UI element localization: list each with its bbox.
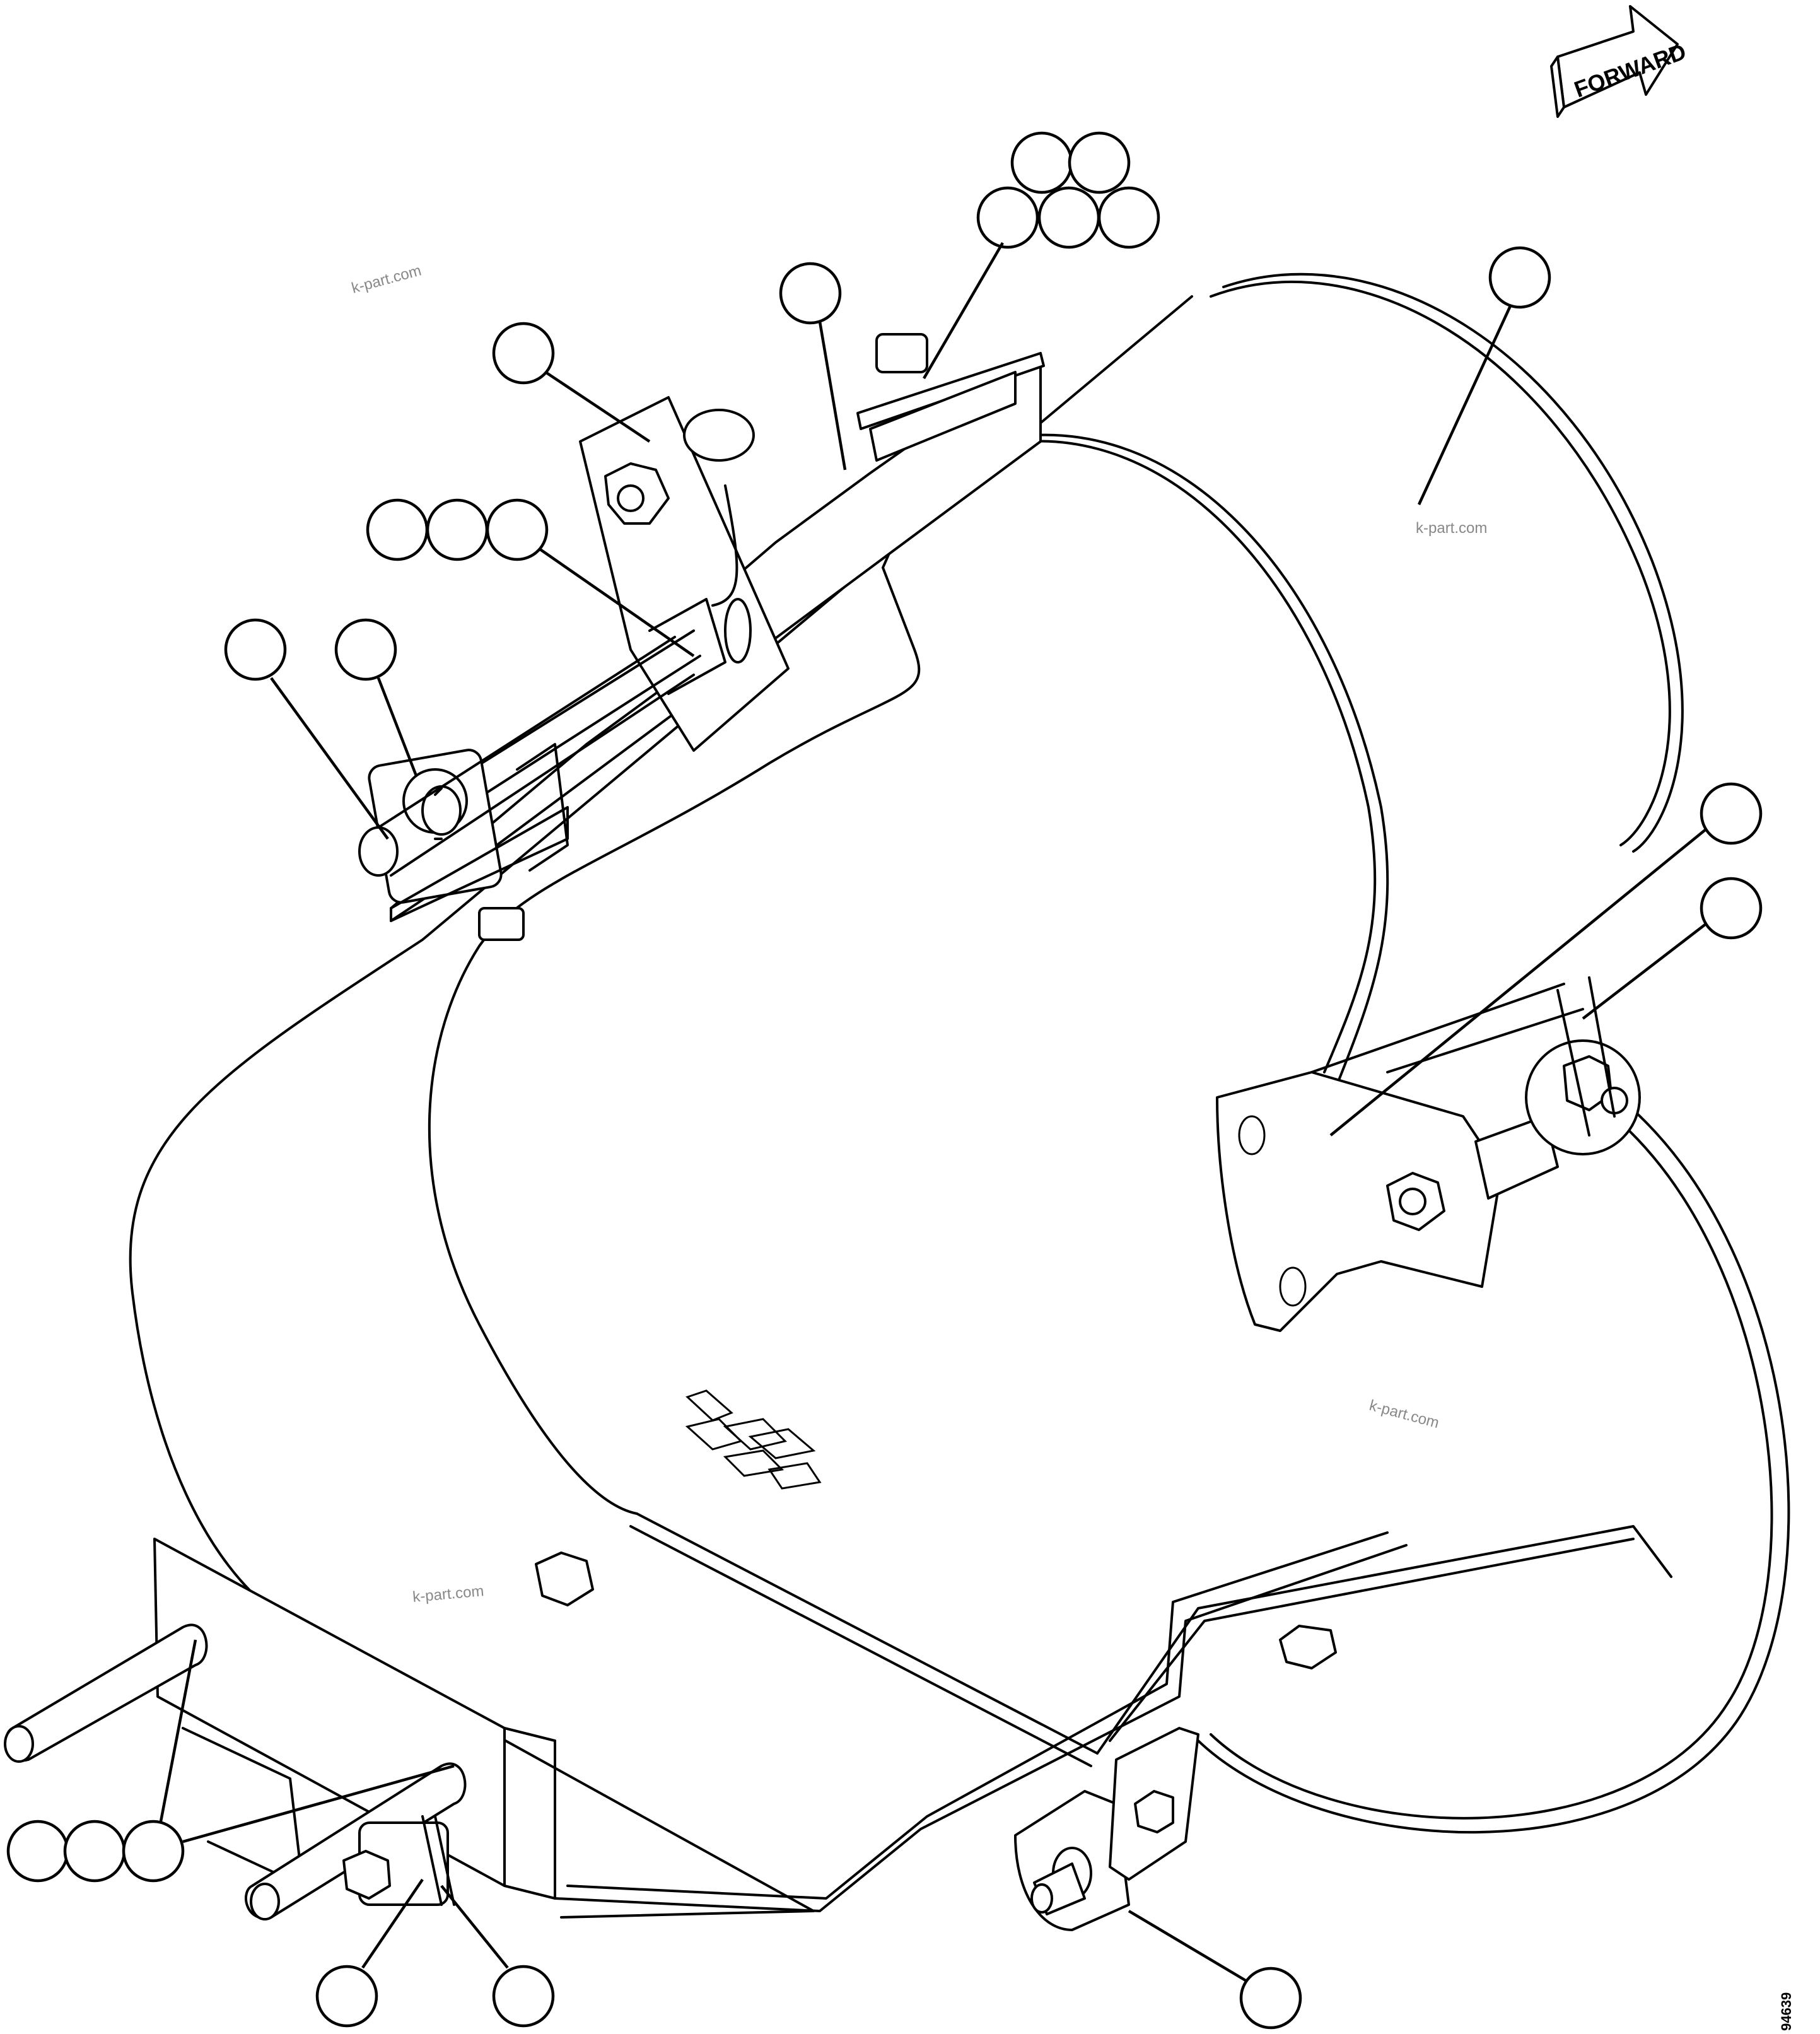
callout-circle[interactable] [315,1965,378,2028]
callout-circle[interactable] [1068,131,1131,194]
callout-circle[interactable] [1239,1967,1302,2030]
callout-circle[interactable] [63,1820,126,1883]
callout-circle[interactable] [224,618,287,681]
callout-circle[interactable] [366,498,429,561]
callout-circle[interactable] [1097,186,1160,249]
callout-circle[interactable] [1700,877,1763,940]
watermark: k-part.com [350,262,423,296]
body-hex-bolt-2 [1279,1625,1337,1669]
lower-left-bracket-assembly [4,1538,556,1920]
callout-circle[interactable] [492,1965,555,2028]
drawing-code: 94639 [1778,1992,1794,2031]
callout-circle[interactable] [1010,131,1073,194]
callout-circle[interactable] [122,1820,185,1883]
top-bracket-assembly [358,333,1045,941]
callout-circle[interactable] [6,1820,69,1883]
callout-circle[interactable] [334,618,397,681]
right-bracket-assembly [1216,976,1641,1332]
watermark: k-part.com [1416,520,1487,537]
callout-circle[interactable] [1700,782,1763,845]
callout-circle[interactable] [1488,246,1551,309]
callout-circle[interactable] [492,322,555,385]
watermark: k-part.com [412,1582,484,1606]
callout-circle[interactable] [976,186,1039,249]
callout-circle[interactable] [486,498,549,561]
callout-circle[interactable] [1037,186,1100,249]
watermark: k-part.com [1367,1397,1440,1432]
forward-arrow-icon: FORWARD [1550,5,1689,118]
body-hex-bolt-1 [535,1552,594,1606]
callout-circle[interactable] [779,262,842,325]
callout-circles [6,131,1763,2030]
weld-seam-marks [685,1389,822,1490]
lower-center-bracket-assembly [1014,1727,1199,1931]
callout-circle[interactable] [426,498,489,561]
